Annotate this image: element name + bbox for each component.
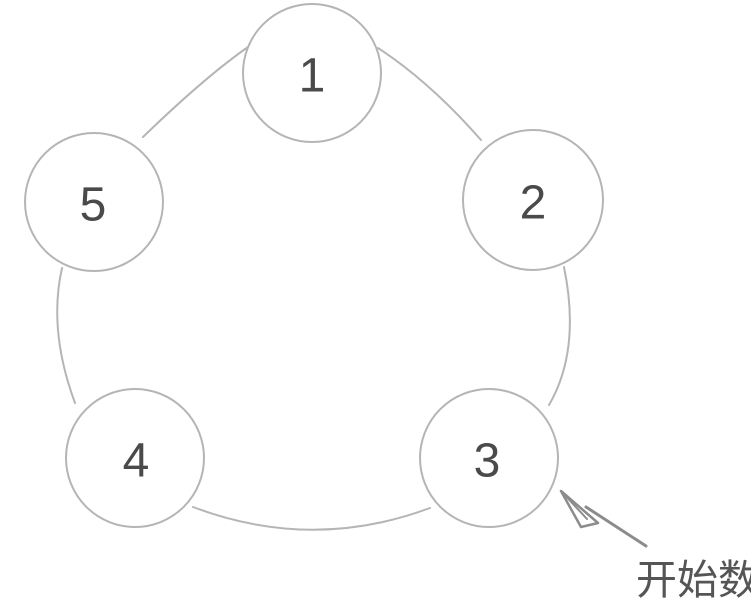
start-annotation-label: 开始数 [636,556,751,603]
node-2-label: 2 [520,177,547,230]
arrowhead-inner-stroke [560,490,588,520]
node-5[interactable]: 5 [24,132,164,272]
node-1[interactable]: 1 [242,3,382,143]
edge-3-4 [192,506,431,531]
node-3-label: 3 [474,435,501,488]
node-1-label: 1 [299,50,326,103]
node-4-label: 4 [123,435,150,488]
start-annotation-arrow [559,489,648,548]
node-3-circle[interactable] [419,388,559,528]
node-5-circle[interactable] [24,132,164,272]
edge-group [56,46,571,531]
edge-2-3 [548,266,571,406]
node-3[interactable]: 3 [419,388,559,528]
node-5-label: 5 [80,179,107,232]
node-2[interactable]: 2 [462,129,604,271]
edge-4-5 [56,267,76,404]
edge-1-2 [377,47,482,141]
arrow-shaft [584,505,648,548]
node-2-circle[interactable] [462,129,604,271]
node-4[interactable]: 4 [65,388,205,528]
edge-5-1 [142,46,249,138]
node-4-circle[interactable] [65,388,205,528]
node-1-circle[interactable] [242,3,382,143]
arrowhead-icon [559,489,600,529]
